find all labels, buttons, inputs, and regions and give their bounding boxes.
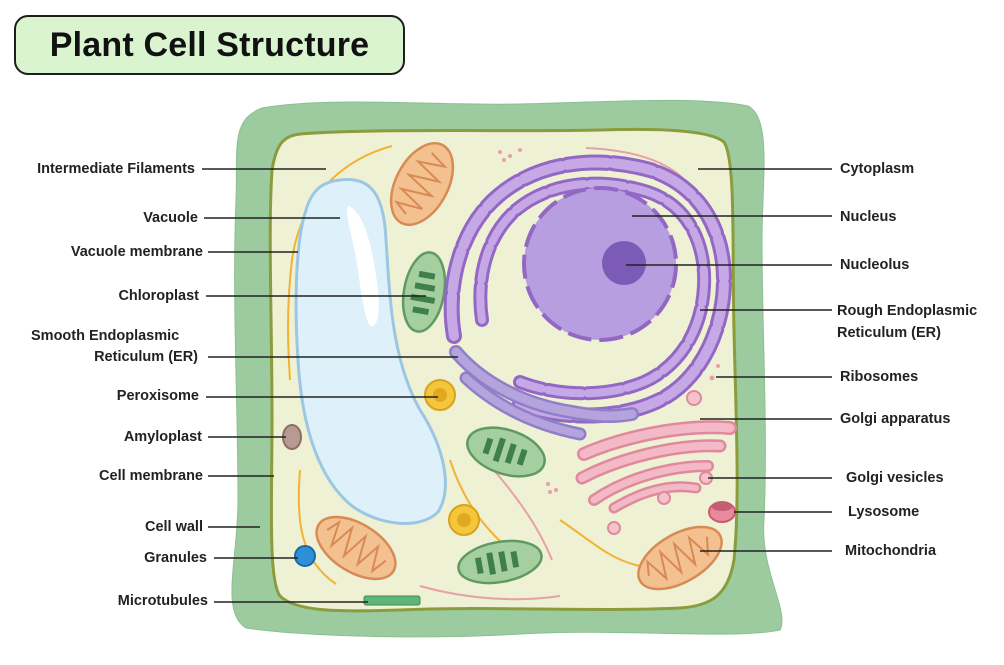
label-mitochondria: Mitochondria <box>845 543 937 559</box>
chloroplast <box>457 539 543 585</box>
label-cytoplasm: Cytoplasm <box>840 161 915 177</box>
nucleolus <box>602 241 646 285</box>
golgi-vesicle <box>607 521 621 535</box>
label-smooth-er-line2: Reticulum (ER) <box>94 349 198 365</box>
smooth-er <box>449 345 639 441</box>
label-peroxisome: Peroxisome <box>116 388 199 404</box>
peroxisome <box>448 504 480 536</box>
label-lysosome: Lysosome <box>848 504 920 520</box>
label-vacuole-membrane: Vacuole membrane <box>70 244 203 260</box>
golgi-vesicle <box>657 491 671 505</box>
label-cell-membrane: Cell membrane <box>99 468 203 484</box>
label-amyloplast: Amyloplast <box>123 429 202 445</box>
mitochondrion <box>637 525 723 591</box>
mitochondrion <box>389 142 455 226</box>
microtubule <box>363 595 421 606</box>
golgi-vesicle <box>686 390 702 406</box>
label-intermediate-filaments: Intermediate Filaments <box>37 161 195 177</box>
label-granules: Granules <box>144 550 207 566</box>
lysosome <box>708 501 736 523</box>
vacuole <box>294 178 447 525</box>
granule <box>294 545 316 567</box>
microfilament <box>491 467 553 561</box>
chloroplast <box>466 426 546 478</box>
intermediate-filament <box>559 519 641 567</box>
leader-lines <box>202 168 832 603</box>
golgi-apparatus <box>575 420 737 514</box>
ribosomes <box>498 148 720 494</box>
peroxisome <box>424 379 456 411</box>
label-golgi-apparatus: Golgi apparatus <box>840 411 951 427</box>
label-vacuole: Vacuole <box>143 210 198 226</box>
label-cell-wall: Cell wall <box>144 519 203 535</box>
microfilament <box>419 585 561 601</box>
title-box: Plant Cell Structure <box>14 15 405 75</box>
label-nucleolus: Nucleolus <box>840 257 910 273</box>
label-microtubules: Microtubules <box>117 593 208 609</box>
diagram-title: Plant Cell Structure <box>49 25 370 64</box>
nucleus <box>522 186 678 342</box>
rough-er <box>443 154 733 424</box>
label-rough-er-line1: Rough Endoplasmic <box>837 303 978 319</box>
intermediate-filament <box>297 469 337 585</box>
label-ribosomes: Ribosomes <box>840 369 919 385</box>
label-golgi-vesicles: Golgi vesicles <box>846 470 944 486</box>
mitochondrion <box>315 515 397 581</box>
intermediate-filament <box>287 145 393 381</box>
label-smooth-er-line1: Smooth Endoplasmic <box>31 328 180 344</box>
label-rough-er-line2: Reticulum (ER) <box>837 325 941 341</box>
label-nucleus: Nucleus <box>840 209 897 225</box>
label-chloroplast: Chloroplast <box>118 288 199 304</box>
